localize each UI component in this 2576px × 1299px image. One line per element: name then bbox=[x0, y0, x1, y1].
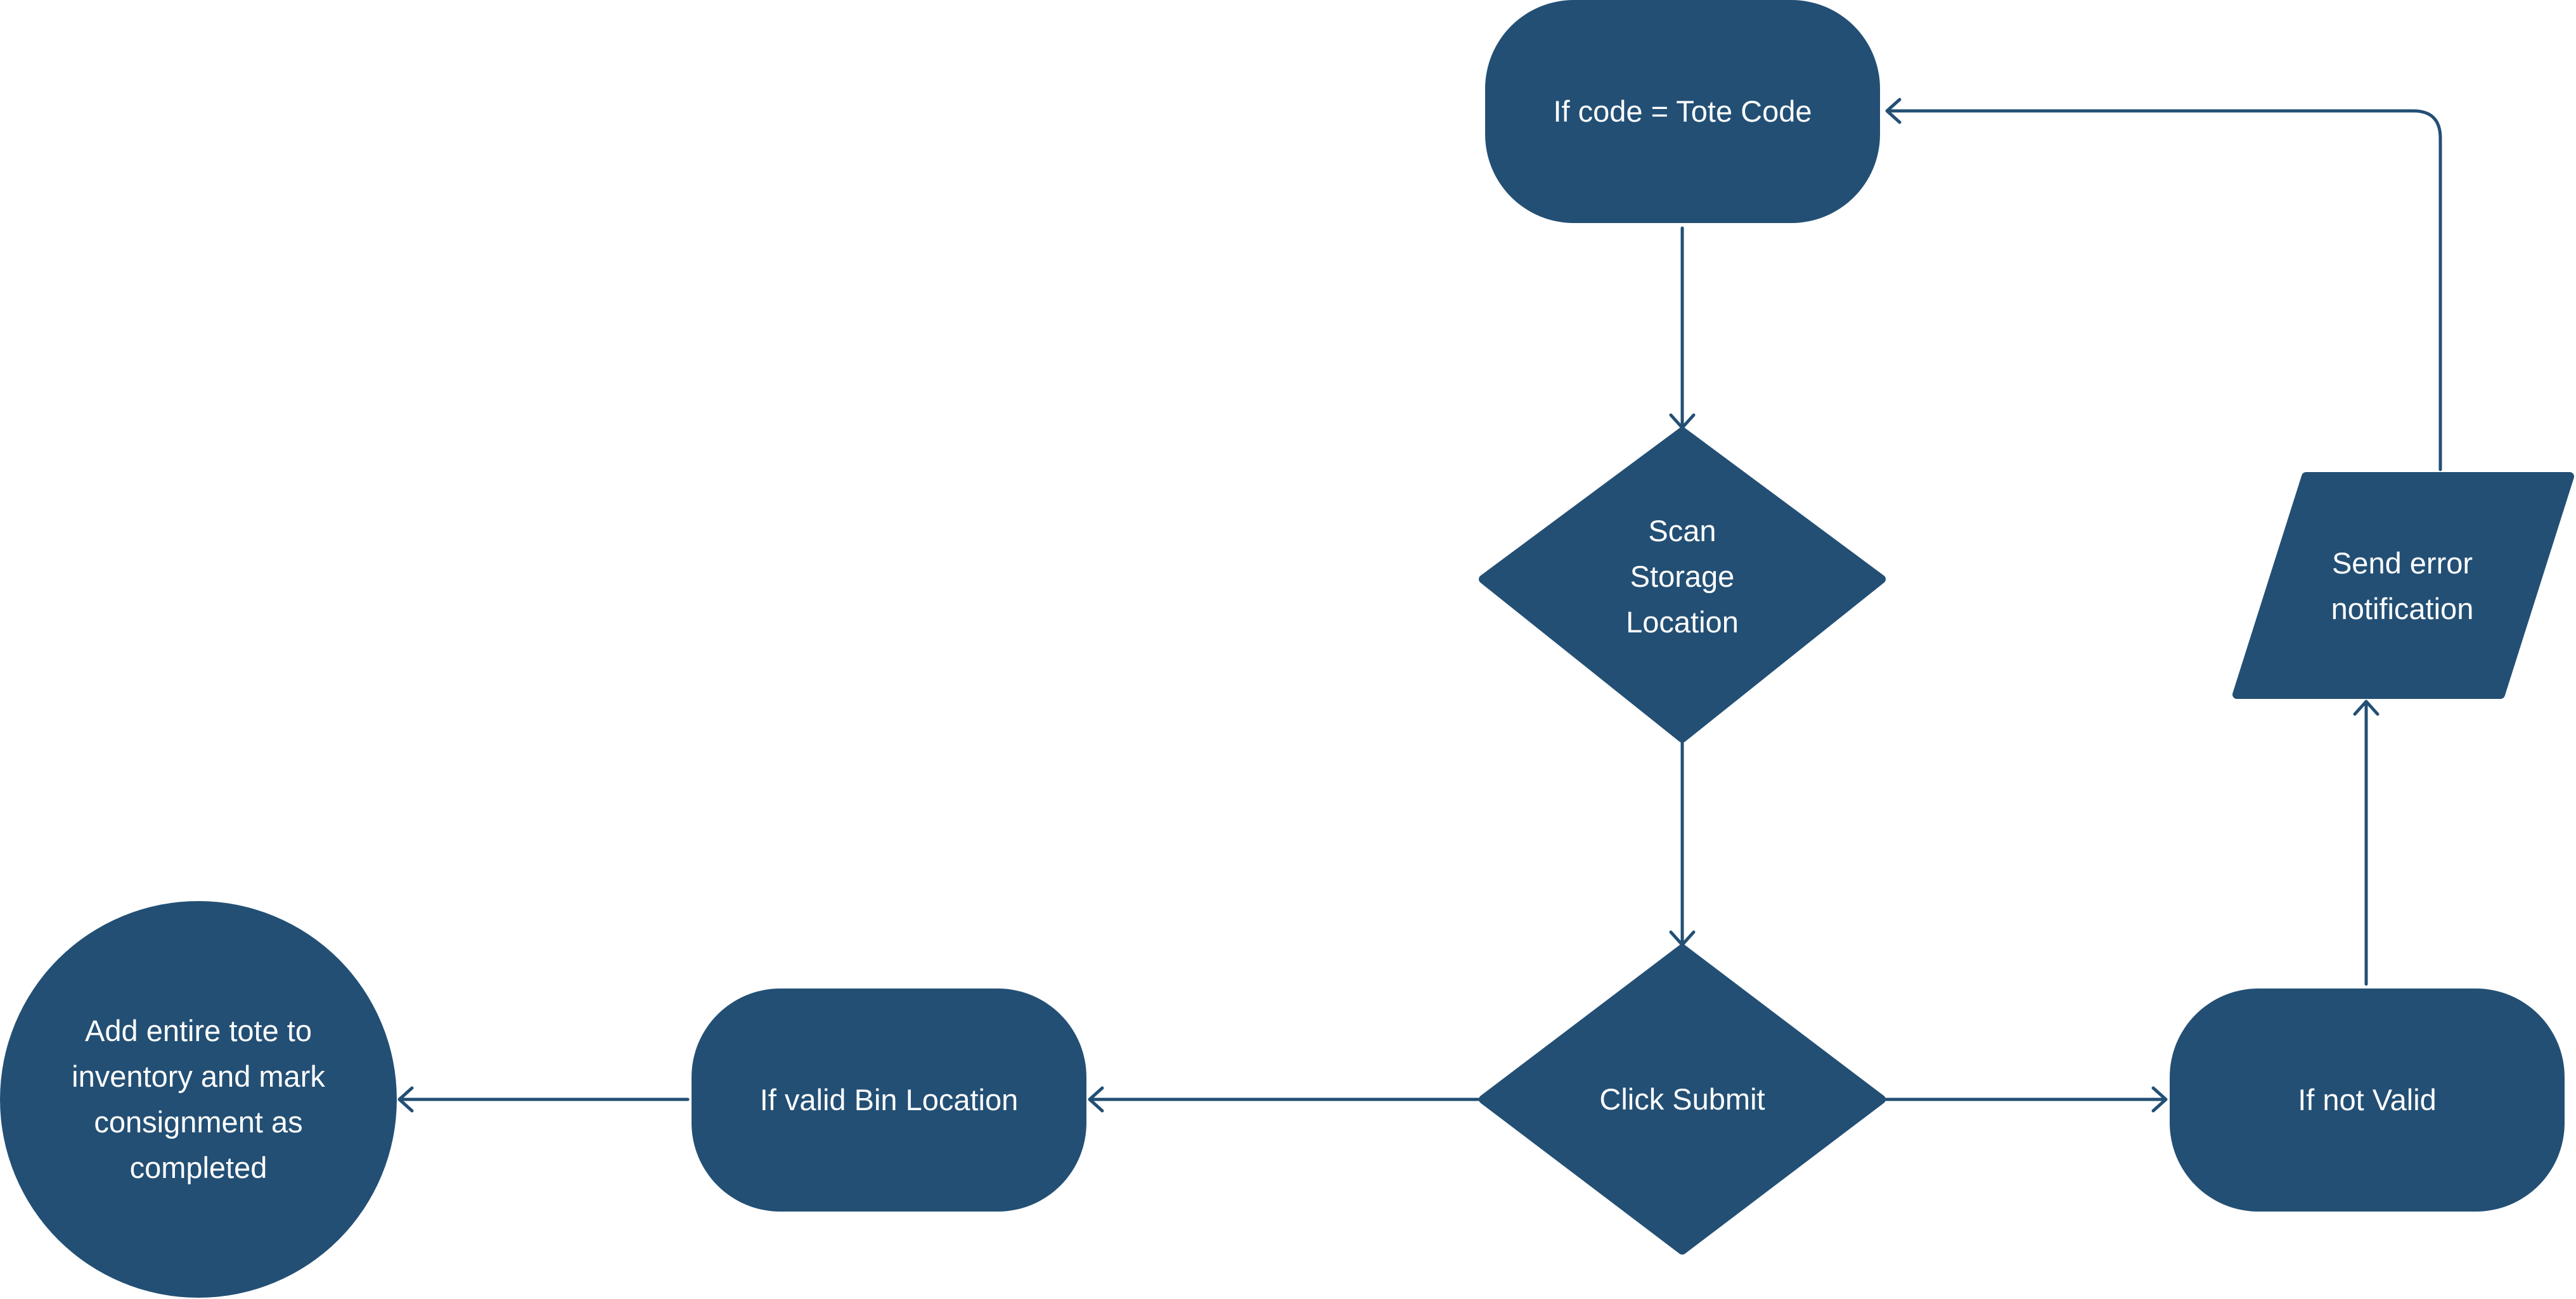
arrowhead-not-valid bbox=[2151, 1086, 2168, 1113]
arrowhead-tote-code bbox=[1885, 98, 1902, 124]
arrowhead-error-notification bbox=[2353, 700, 2380, 716]
node-add-to-inventory-circle bbox=[0, 901, 397, 1298]
node-click-submit-diamond bbox=[1479, 944, 1886, 1255]
node-error-notification-parallelogram bbox=[2232, 472, 2574, 699]
edge-error-notification-to-tote-code bbox=[1887, 109, 2442, 471]
node-tote-code-check bbox=[1485, 0, 1880, 223]
arrowhead-add-inventory bbox=[397, 1086, 414, 1113]
node-scan-storage-diamond bbox=[1479, 427, 1886, 743]
arrowhead-valid-bin bbox=[1088, 1086, 1104, 1113]
node-valid-bin bbox=[692, 989, 1086, 1212]
connectors bbox=[397, 98, 2442, 1113]
node-not-valid bbox=[2170, 989, 2565, 1212]
